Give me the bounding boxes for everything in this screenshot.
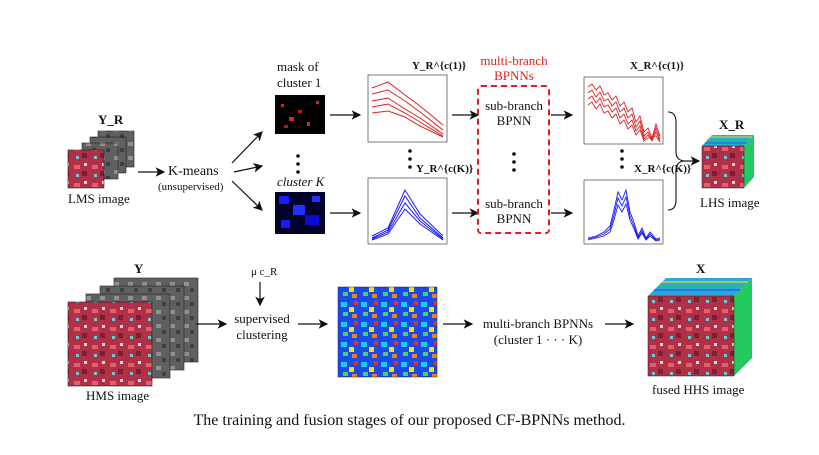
spectrum-plot-cluster-K xyxy=(367,177,448,245)
spectrum-dots xyxy=(408,149,412,169)
output-dots xyxy=(620,149,624,169)
bpnn-dots xyxy=(512,152,516,172)
mask-label-1a: mask of xyxy=(277,59,319,74)
hms-label: HMS image xyxy=(86,388,150,403)
subbranch-top-1: sub-branch xyxy=(485,98,543,113)
mask-dots xyxy=(296,154,300,174)
lms-image-stack xyxy=(67,130,135,189)
arrow-kmeans-mask1 xyxy=(231,131,263,164)
output-spectrum-cluster-K xyxy=(583,179,664,245)
multi-branch-bpnn-box xyxy=(477,85,550,234)
mu-symbol: μ c_R xyxy=(251,266,278,278)
hms-image-stack xyxy=(67,277,199,387)
hms-symbol: Y xyxy=(134,261,144,276)
fused-label: fused HHS image xyxy=(652,382,745,397)
supervised-line2: clustering xyxy=(236,327,288,342)
spectrum-plot-cluster-1 xyxy=(367,74,448,143)
output-bottom-symbol: X_R^{c(K)} xyxy=(634,163,692,175)
lhs-symbol: X_R xyxy=(719,117,745,132)
lms-label: LMS image xyxy=(68,191,130,206)
kmeans-label: K-means xyxy=(168,164,219,179)
subbranch-bottom-1: sub-branch xyxy=(485,196,543,211)
arrow-kmeans-maskK xyxy=(231,180,263,211)
bpnn-bottom-line2: (cluster 1 · · · K) xyxy=(493,332,583,347)
lhs-image-cube xyxy=(701,135,754,189)
subbranch-top-2: BPNN xyxy=(496,113,532,128)
mask-label-k: cluster K xyxy=(277,174,325,189)
output-top-symbol: X_R^{c(1)} xyxy=(630,60,685,72)
spectrum-bottom-symbol: Y_R^{c(K)} xyxy=(416,163,474,175)
fused-symbol: X xyxy=(696,261,706,276)
fused-hhs-cube xyxy=(647,278,752,377)
mask-label-1b: cluster 1 xyxy=(277,75,322,90)
cluster-map xyxy=(337,286,438,378)
supervised-line1: supervised xyxy=(234,311,290,326)
mask-cluster-K xyxy=(275,192,325,234)
spectrum-top-symbol: Y_R^{c(1)} xyxy=(412,60,467,72)
kmeans-sub: (unsupervised) xyxy=(158,181,224,193)
arrow-kmeans-mid xyxy=(233,163,264,173)
bpnn-group-label-1: multi-branch xyxy=(480,53,548,68)
bpnn-bottom-line1: multi-branch BPNNs xyxy=(482,316,594,331)
lhs-label: LHS image xyxy=(700,195,760,210)
brace xyxy=(667,111,685,211)
figure-caption: The training and fusion stages of our pr… xyxy=(193,412,626,429)
output-spectrum-cluster-1 xyxy=(583,76,664,145)
lms-symbol: Y_R xyxy=(98,112,124,127)
subbranch-bottom-2: BPNN xyxy=(496,211,532,226)
bpnn-group-label-2: BPNNs xyxy=(494,68,534,83)
mask-cluster-1 xyxy=(275,95,325,134)
